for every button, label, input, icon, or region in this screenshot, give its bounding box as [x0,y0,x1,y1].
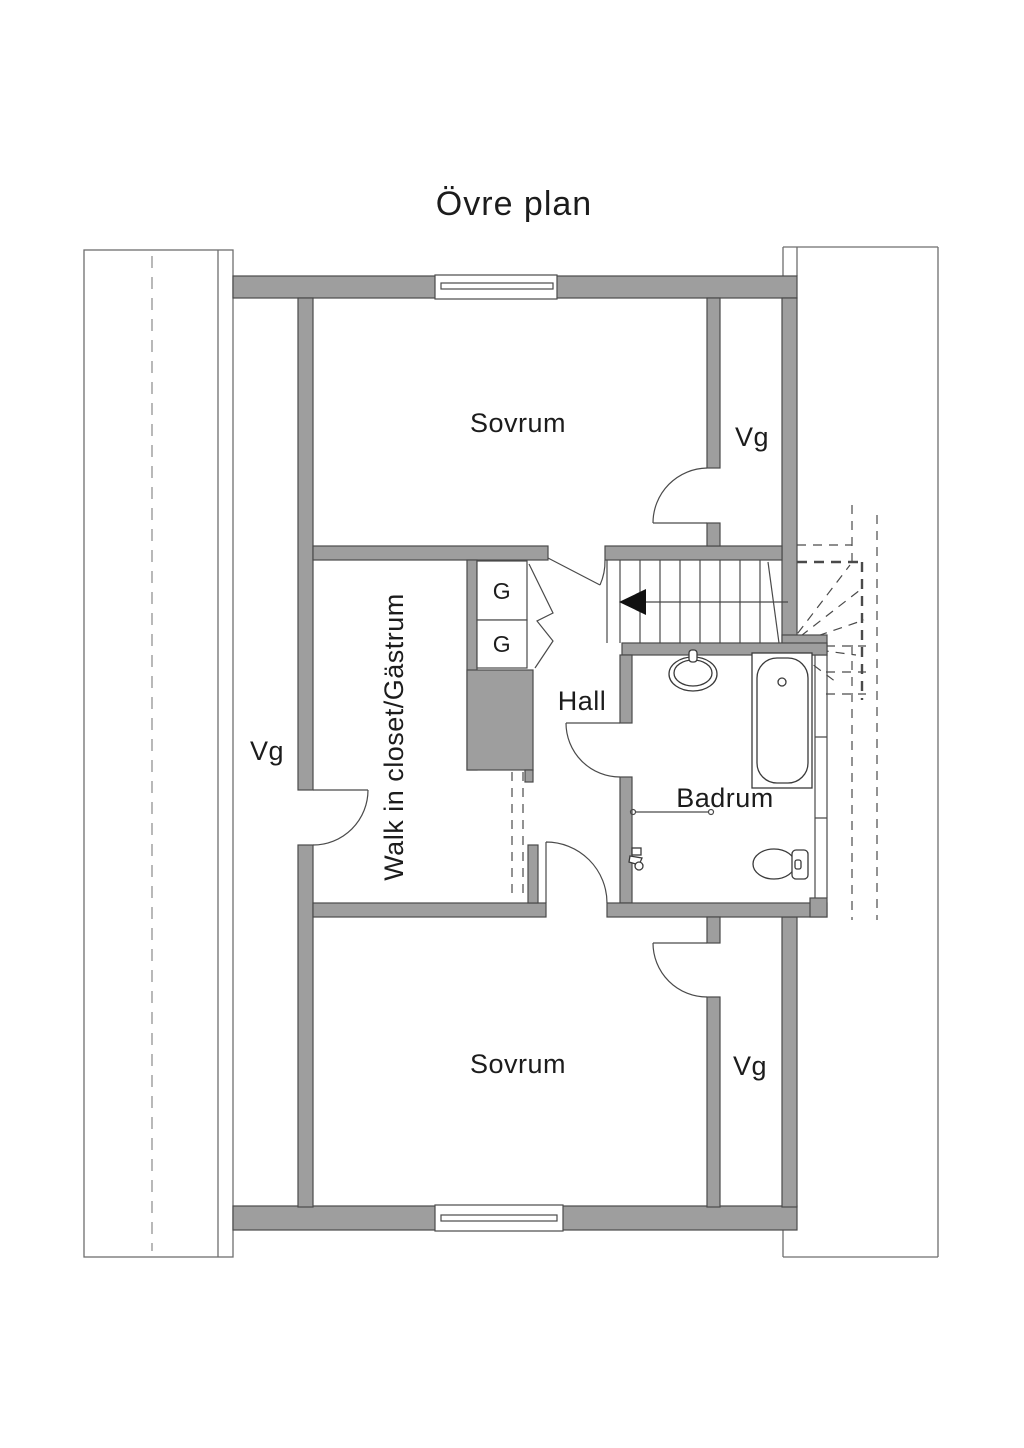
bifold-door [528,563,554,669]
roof-outline-left [83,249,234,1258]
wall-exterior-right-lower [781,916,798,1208]
towel-rail-symbol [629,808,715,816]
wall-vg-bottom [706,996,721,1208]
wall-vg-bottom-stub [706,916,721,944]
door-sovrum-top [547,557,606,586]
wall-badrum-left-lower [619,776,633,904]
roof-outline-right [782,246,939,1258]
roof-overhang-left [83,249,234,1258]
door-badrum [565,722,621,778]
wall-window-stub [809,897,828,918]
roof-overhang-right [782,246,939,1258]
room-label-sovrum-top: Sovrum [470,408,566,438]
bathtub-drain [777,677,787,687]
wall-vg-top-stub [706,522,721,547]
doors [312,467,708,998]
room-label-walk-in-closet: Walk in closet/Gästrum [379,593,409,881]
wall-closet-top-right [604,545,783,561]
wall-stairs-badrum [621,642,828,656]
wall-hall-bottom-right [606,902,828,918]
low-ceiling-dashed-lines [787,505,878,920]
door-vg-top [652,467,708,524]
room-label-vg-top: Vg [735,422,769,452]
wall-vg-top [706,297,721,469]
window-badrum-band [814,655,828,898]
sink-tap [688,649,698,663]
toilet-symbol [752,848,809,880]
room-label-vg-bottom: Vg [733,1051,767,1081]
wardrobe-box-upper [476,560,528,621]
stairs [606,560,788,644]
built-in-block-stub [524,769,534,783]
window-top [434,274,558,300]
closet-dashed-lines [511,772,524,900]
room-label-badrum: Badrum [676,783,774,813]
door-vg-bottom [652,942,708,998]
wall-hall-bottom-left [312,902,547,918]
wall-exterior-right-upper [781,297,798,644]
page-title: Övre plan [436,185,592,223]
bathroom-fixtures [628,649,813,880]
wall-interior-left-upper [297,297,314,791]
room-label-hall: Hall [558,686,607,716]
wall-closet-top-left [312,545,549,561]
door-sovrum-bottom-hall [545,841,608,904]
window-bottom [434,1204,564,1232]
wardrobe-label-lower: G [493,631,511,657]
bathtub-symbol [751,652,813,789]
room-labels: Sovrum Vg Walk in closet/Gästrum Vg Hall… [250,408,774,1081]
sink-symbol [668,649,718,692]
stairs-arrow-left-icon [619,589,646,615]
wardrobe-cabinets [476,560,554,900]
door-walk-in-closet [312,789,369,846]
wardrobe-box-lower [476,619,528,669]
wall-badrum-left-upper [619,654,633,724]
room-label-vg-left: Vg [250,736,284,766]
wall-closet-lower-stub [527,844,539,904]
wall-interior-left-lower [297,844,314,1208]
built-in-block [466,669,534,771]
wardrobe-label-upper: G [493,578,511,604]
room-label-sovrum-bottom: Sovrum [470,1049,566,1079]
radiator-valve-symbol [628,847,644,871]
winder-stair-dashed-rays [787,564,865,683]
